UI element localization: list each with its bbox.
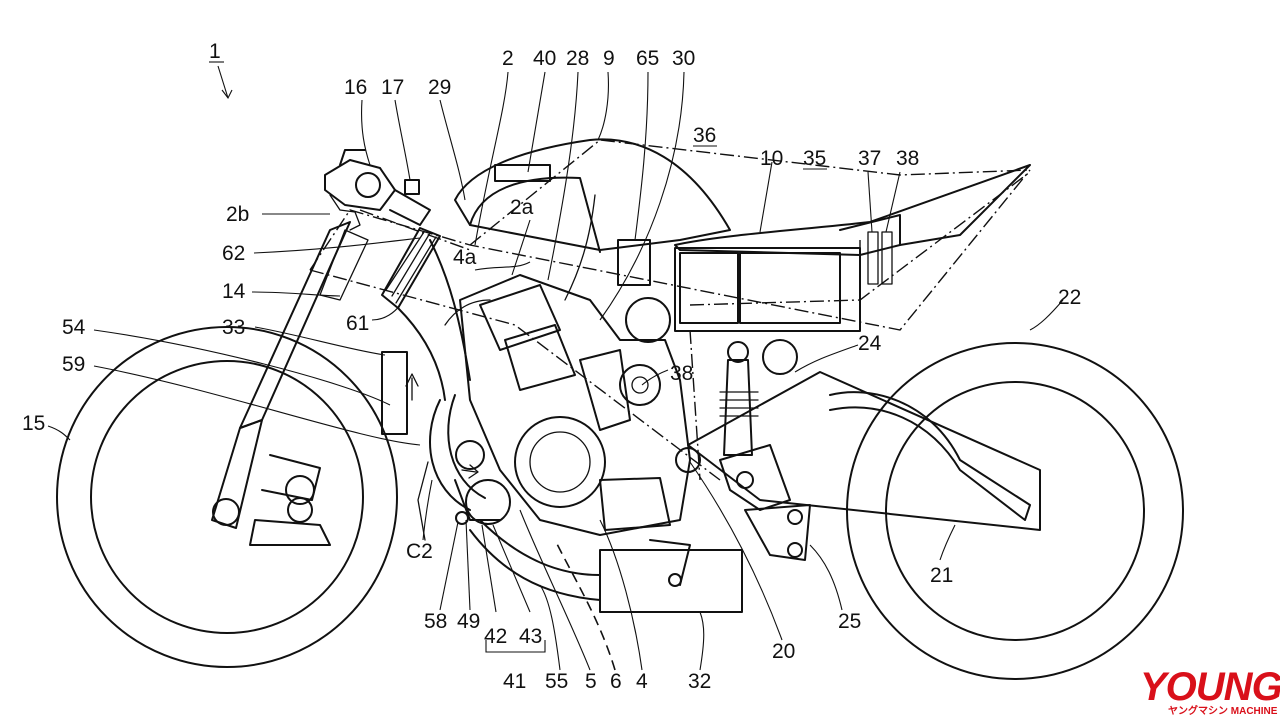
label-36: 36 (693, 124, 716, 147)
reference-labels: 1 2 40 28 9 65 30 16 17 29 36 10 35 37 3… (22, 40, 1081, 693)
label-16: 16 (344, 76, 367, 99)
label-2a: 2a (510, 196, 534, 219)
watermark-brand: YOUNG (1140, 665, 1280, 709)
handlebar-assembly (324, 149, 431, 231)
label-35: 35 (803, 147, 826, 170)
fuel-tank (454, 138, 731, 301)
label-49: 49 (457, 610, 480, 633)
exhaust (429, 394, 743, 613)
label-58: 58 (424, 610, 447, 633)
front-fork (211, 221, 369, 546)
label-55: 55 (545, 670, 568, 693)
label-2: 2 (502, 47, 514, 70)
front-wheel (56, 326, 398, 668)
label-21: 21 (930, 564, 953, 587)
leader-lines (47, 65, 1064, 671)
label-41: 41 (503, 670, 526, 693)
label-17: 17 (381, 76, 404, 99)
label-33: 33 (222, 316, 245, 339)
engine (444, 274, 691, 536)
label-9: 9 (603, 47, 615, 70)
seat-tail (674, 164, 1031, 256)
label-38-top: 38 (896, 147, 919, 170)
label-20: 20 (772, 640, 795, 663)
label-62: 62 (222, 242, 245, 265)
label-65: 65 (636, 47, 659, 70)
label-40: 40 (533, 47, 556, 70)
label-1: 1 (209, 40, 221, 63)
label-24: 24 (858, 332, 882, 355)
label-59: 59 (62, 353, 85, 376)
label-32: 32 (688, 670, 711, 693)
label-28: 28 (566, 47, 589, 70)
label-4: 4 (636, 670, 648, 693)
label-38-mid: 38 (670, 362, 693, 385)
young-machine-watermark: YOUNG ヤングマシン MACHINE (1140, 665, 1280, 717)
label-22: 22 (1058, 286, 1081, 309)
label-42: 42 (484, 625, 507, 648)
label-14: 14 (222, 280, 246, 303)
label-30: 30 (672, 47, 695, 70)
rear-suspension (649, 339, 1041, 587)
label-29: 29 (428, 76, 451, 99)
rear-wheel (846, 342, 1184, 680)
label-4a: 4a (453, 246, 477, 269)
electronic-boxes (617, 231, 893, 343)
label-15: 15 (22, 412, 45, 435)
label-61: 61 (346, 312, 369, 335)
label-6: 6 (610, 670, 622, 693)
airflow-arrows (405, 373, 479, 541)
label-C2: C2 (406, 540, 433, 563)
label-5: 5 (585, 670, 597, 693)
label-2b: 2b (226, 203, 249, 226)
label-54: 54 (62, 316, 86, 339)
label-43: 43 (519, 625, 542, 648)
label-25: 25 (838, 610, 861, 633)
label-10: 10 (760, 147, 783, 170)
watermark-sub: ヤングマシン MACHINE (1168, 704, 1278, 717)
label-37: 37 (858, 147, 881, 170)
